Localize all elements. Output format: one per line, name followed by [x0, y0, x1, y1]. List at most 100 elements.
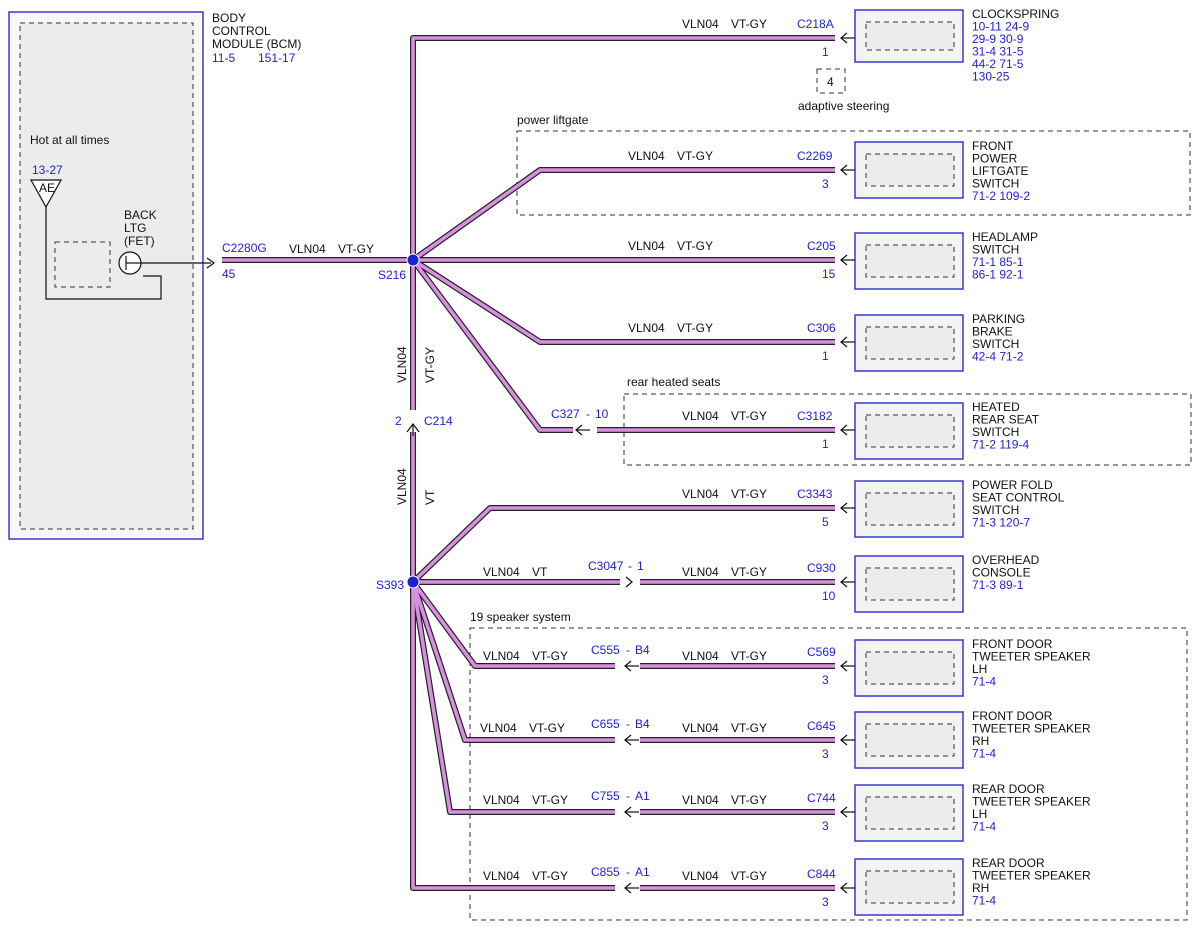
rear-heated-seats-group	[623, 393, 1192, 466]
component-ref-c569[interactable]: 71-4	[972, 675, 996, 689]
component-name-c569: FRONT DOOR	[972, 637, 1053, 651]
s393-label[interactable]: S393	[376, 578, 404, 592]
wire-harness	[222, 35, 835, 891]
component-name-c844: TWEETER SPEAKER	[972, 869, 1091, 883]
component-name-c744: LH	[972, 807, 987, 821]
bcm-title-2: CONTROL	[212, 24, 271, 38]
wire-color-c2269: VT-GY	[677, 149, 713, 163]
connector-pin-c205: 15	[822, 267, 836, 281]
inline-connector-c755[interactable]: C755	[591, 789, 620, 803]
component-name-c218a: CLOCKSPRING	[972, 7, 1059, 21]
component-ref-c218a[interactable]: 44-2 71-5	[972, 57, 1024, 71]
wire-color-c218a: VT-GY	[731, 17, 767, 31]
component-inner-c306	[865, 326, 955, 360]
fuse-icon	[29, 179, 63, 220]
connector-c218a[interactable]: C218A	[797, 17, 834, 31]
component-name-c306: SWITCH	[972, 337, 1019, 351]
component-ref-c218a[interactable]: 31-4 31-5	[972, 45, 1024, 59]
vert-wire-circuit-2: VLN04	[395, 468, 409, 505]
connector-c744[interactable]: C744	[807, 791, 836, 805]
component-ref-c744[interactable]: 71-4	[972, 820, 996, 834]
bcm-ref-1[interactable]: 11-5	[212, 51, 235, 65]
component-name-c2269: POWER	[972, 152, 1018, 166]
vert-wire-color-1: VT-GY	[423, 347, 437, 383]
inline-connector-c855[interactable]: C855	[591, 865, 620, 879]
inline-connector-c555[interactable]: C555	[591, 643, 620, 657]
adaptive-steering-pin: 4	[827, 75, 834, 89]
fet-circuit	[45, 220, 216, 300]
fet-label-1: BACK	[124, 208, 157, 222]
inline-connector-c327[interactable]: C327	[551, 407, 580, 421]
connector-c3182[interactable]: C3182	[797, 409, 833, 423]
wire-outline	[410, 581, 835, 743]
splice-s216[interactable]	[406, 253, 420, 267]
connector-c930[interactable]: C930	[807, 561, 836, 575]
component-ref-c205[interactable]: 86-1 92-1	[972, 268, 1024, 282]
wire-circuit-c3182: VLN04	[682, 409, 719, 423]
inline-pin-c655: B4	[635, 717, 650, 731]
inline-dash: -	[586, 407, 590, 421]
inline-pin-c755: A1	[635, 789, 650, 803]
inline-connector-c3047[interactable]: C3047	[588, 559, 624, 573]
wire-color-pre-c569: VT-GY	[532, 649, 568, 663]
component-inner-c645	[865, 723, 955, 757]
wire-color-pre-c844: VT-GY	[532, 869, 568, 883]
connector-c569[interactable]: C569	[807, 645, 836, 659]
connector-pin-c3343: 5	[822, 515, 829, 529]
splice-s393[interactable]	[406, 575, 420, 589]
component-name-c645: RH	[972, 734, 989, 748]
inline-pin-c327: 10	[595, 407, 609, 421]
wire-fill	[411, 581, 835, 742]
bcm-ref-2[interactable]: 151-17	[258, 51, 296, 65]
connector-c2269[interactable]: C2269	[797, 149, 833, 163]
main-wire-color: VT-GY	[338, 242, 374, 256]
component-ref-c930[interactable]: 71-3 89-1	[972, 578, 1024, 592]
component-name-c744: REAR DOOR	[972, 782, 1045, 796]
wire-circuit-pre-c645: VLN04	[480, 721, 517, 735]
component-ref-c205[interactable]: 71-1 85-1	[972, 255, 1024, 269]
component-ref-c844[interactable]: 71-4	[972, 894, 996, 908]
component-inner-c569	[865, 651, 955, 685]
c2280g-connector[interactable]: C2280G	[222, 241, 267, 255]
fet-label-2: LTG	[124, 221, 146, 235]
component-name-c645: FRONT DOOR	[972, 709, 1053, 723]
component-ref-c3182[interactable]: 71-2 119-4	[972, 438, 1029, 452]
component-name-c744: TWEETER SPEAKER	[972, 795, 1091, 809]
component-name-c844: RH	[972, 881, 989, 895]
component-ref-c218a[interactable]: 29-9 30-9	[972, 32, 1024, 46]
component-ref-c645[interactable]: 71-4	[972, 747, 996, 761]
component-inner-c744	[865, 796, 955, 830]
connector-pin-c569: 3	[822, 673, 829, 687]
component-ref-c306[interactable]: 42-4 71-2	[972, 350, 1024, 364]
connector-pin-c3182: 1	[822, 437, 829, 451]
connector-c306[interactable]: C306	[807, 321, 836, 335]
wire-fill	[412, 258, 835, 344]
bcm-inner-box	[19, 22, 194, 530]
connector-c844[interactable]: C844	[807, 867, 836, 881]
wire-fill	[411, 258, 835, 432]
inline-connector-c655[interactable]: C655	[591, 717, 620, 731]
component-name-c3343: SWITCH	[972, 503, 1019, 517]
connector-pin-c645: 3	[822, 747, 829, 761]
c214-label[interactable]: C214	[424, 414, 453, 428]
component-name-c2269: FRONT	[972, 139, 1014, 153]
c214-connector-icon	[406, 423, 420, 436]
wire-color-c744: VT-GY	[731, 793, 767, 807]
connector-c645[interactable]: C645	[807, 719, 836, 733]
connector-c205[interactable]: C205	[807, 239, 836, 253]
fuse-ref[interactable]: 13-27	[32, 163, 63, 177]
wire-fill	[411, 580, 835, 668]
vert-wire-circuit-1: VLN04	[395, 346, 409, 383]
connector-pin-c744: 3	[822, 819, 829, 833]
hot-label: Hot at all times	[30, 133, 109, 147]
component-ref-c218a[interactable]: 130-25	[972, 70, 1010, 84]
component-ref-c218a[interactable]: 10-11 24-9	[972, 20, 1029, 34]
s216-label[interactable]: S216	[378, 268, 406, 282]
component-ref-c3343[interactable]: 71-3 120-7	[972, 516, 1030, 530]
component-name-c3182: REAR SEAT	[972, 413, 1040, 427]
component-ref-c2269[interactable]: 71-2 109-2	[972, 189, 1030, 203]
connector-c3343[interactable]: C3343	[797, 487, 833, 501]
inline-arrow-icon	[625, 576, 633, 588]
